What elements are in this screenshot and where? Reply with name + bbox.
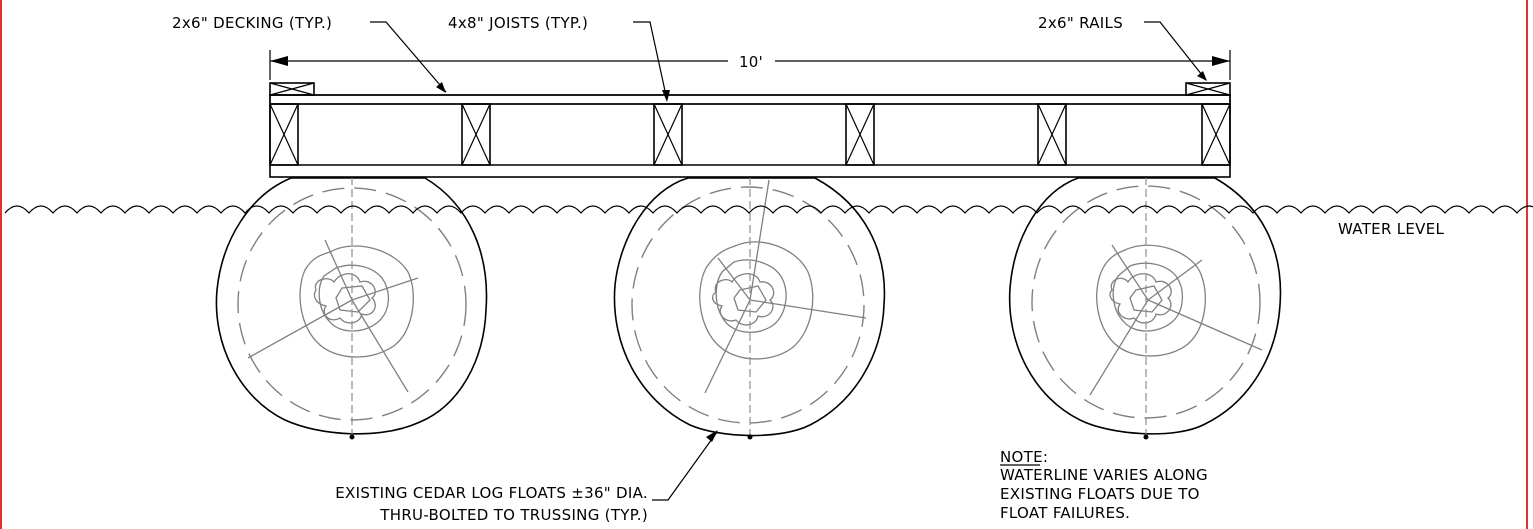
- joist-3: [653, 103, 683, 166]
- rails-leader: [1144, 21, 1207, 81]
- span-dimension: 10': [269, 50, 1231, 80]
- joist-5: [1037, 103, 1067, 166]
- note-line-2: EXISTING FLOATS DUE TO: [1000, 485, 1200, 503]
- floats-label-line1: EXISTING CEDAR LOG FLOATS ±36" DIA.: [335, 484, 648, 502]
- note-line-1: WATERLINE VARIES ALONG: [1000, 466, 1208, 484]
- joists-label: 4x8" JOISTS (TYP.): [448, 14, 588, 32]
- joists: [269, 103, 1231, 166]
- joists-leader: [633, 21, 670, 102]
- water-line: [4, 205, 1533, 214]
- water-level-label: WATER LEVEL: [1338, 220, 1445, 238]
- decking-label: 2x6" DECKING (TYP.): [172, 14, 332, 32]
- decking-board: [269, 94, 1231, 105]
- joist-1: [269, 103, 299, 166]
- log-float-2: [613, 161, 886, 440]
- decking-leader: [370, 21, 447, 93]
- joist-6: [1201, 103, 1231, 166]
- log-float-3: [1008, 161, 1282, 440]
- note-line-3: FLOAT FAILURES.: [1000, 504, 1130, 522]
- note-heading: NOTE:: [1000, 448, 1048, 466]
- floats-label-line2: THRU-BOLTED TO TRUSSING (TYP.): [379, 506, 648, 524]
- rail-left: [269, 82, 315, 96]
- rails-label: 2x6" RAILS: [1038, 14, 1123, 32]
- rails: [269, 82, 1231, 96]
- deck-frame: [269, 94, 1231, 178]
- floats-leader: [652, 430, 718, 501]
- log-float-1: [215, 161, 488, 440]
- joist-2: [461, 103, 491, 166]
- dimension-label: 10': [739, 53, 763, 71]
- joist-4: [845, 103, 875, 166]
- rail-right: [1185, 82, 1231, 96]
